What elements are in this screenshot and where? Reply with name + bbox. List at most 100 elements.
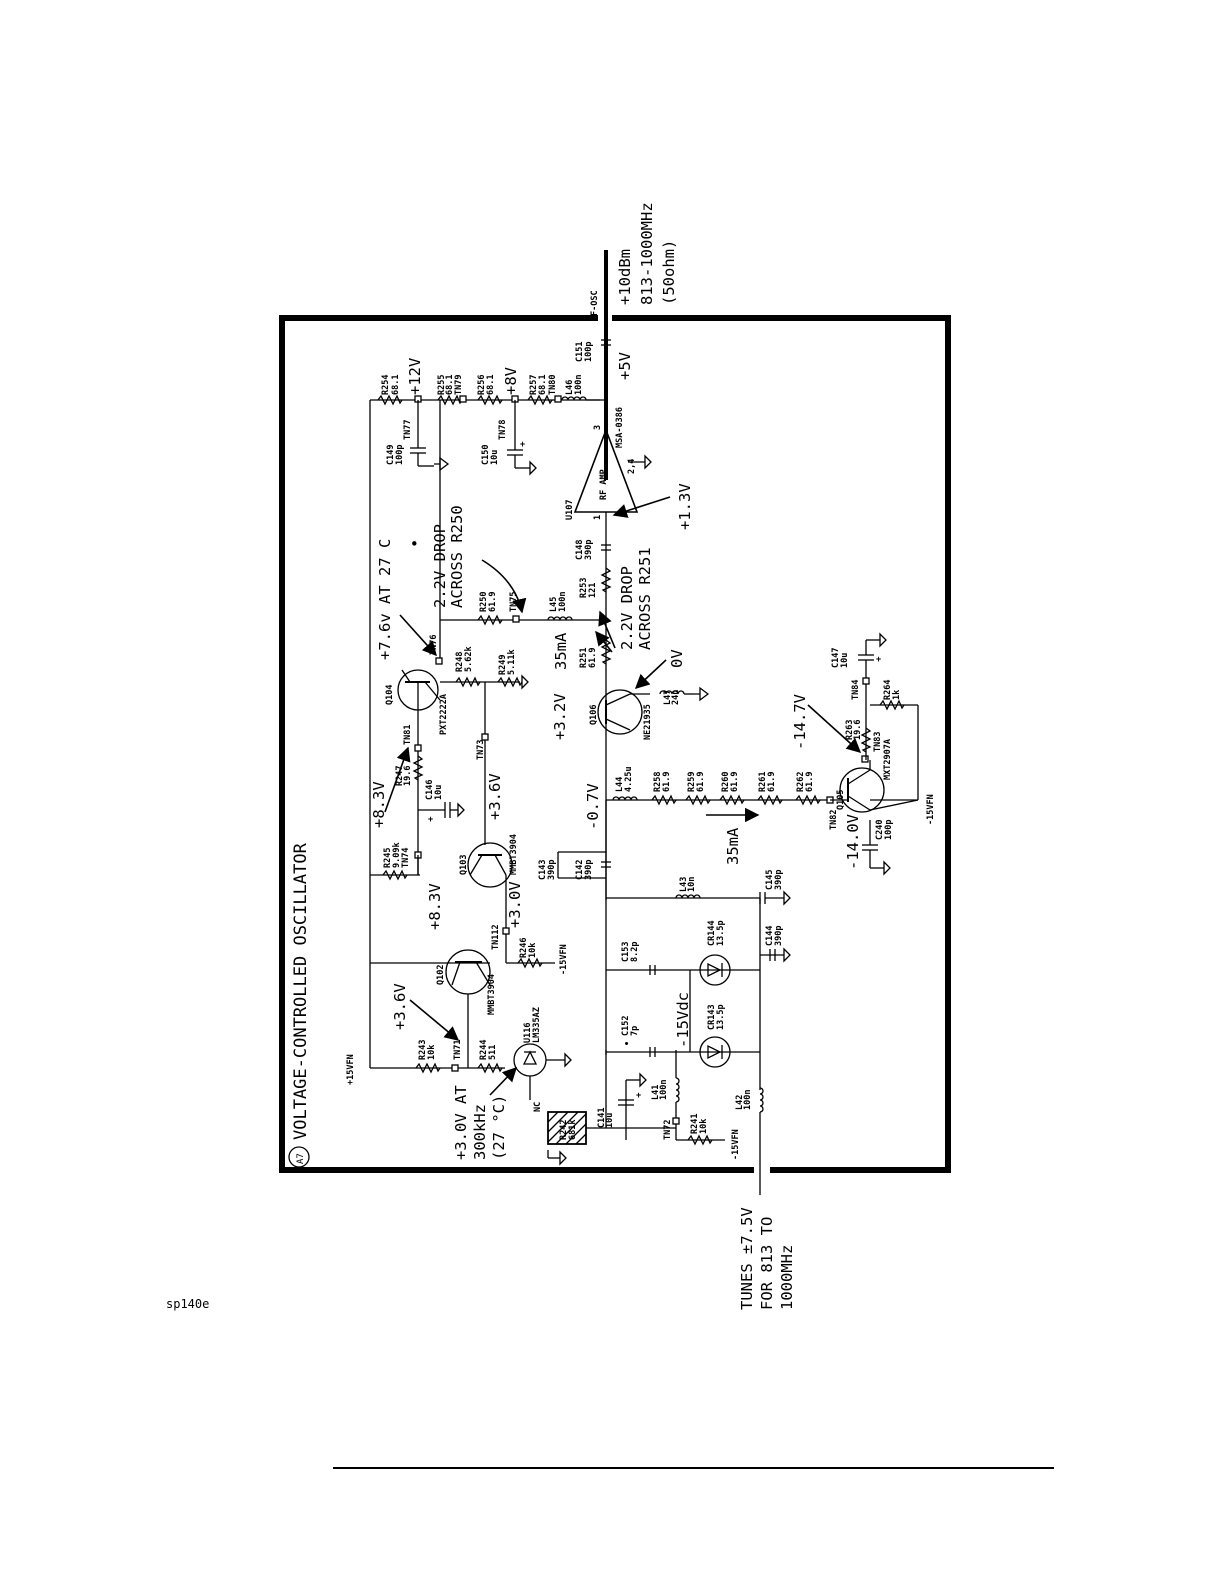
- svg-text:C144: C144: [765, 926, 775, 946]
- svg-text:TN75: TN75: [509, 592, 519, 612]
- svg-text:68.1: 68.1: [391, 375, 401, 395]
- svg-text:Q106: Q106: [589, 705, 599, 725]
- svg-text:61.9: 61.9: [730, 772, 740, 792]
- svg-text:TN112: TN112: [491, 924, 501, 950]
- svg-text:+: +: [636, 1091, 641, 1101]
- label-v3at-b: 300kHz: [471, 1104, 489, 1160]
- label-v8: +8V: [502, 367, 520, 395]
- svg-text:C152: C152: [621, 1016, 631, 1036]
- svg-text:TN71: TN71: [453, 1040, 463, 1060]
- svg-text:C142: C142: [575, 860, 585, 880]
- svg-text:13.5p: 13.5p: [716, 920, 726, 946]
- svg-text:10k: 10k: [699, 1119, 709, 1134]
- svg-text:R241: R241: [690, 1114, 700, 1134]
- svg-text:U116: U116: [523, 1023, 533, 1043]
- svg-text:61.9: 61.9: [696, 772, 706, 792]
- svg-text:10u: 10u: [490, 450, 500, 465]
- svg-text:681k: 681k: [568, 1120, 578, 1140]
- svg-text:RF AMP: RF AMP: [599, 469, 609, 500]
- svg-text:TN80: TN80: [548, 375, 558, 395]
- svg-text:+: +: [876, 655, 881, 665]
- svg-text:61.9: 61.9: [488, 592, 498, 612]
- svg-text:R248: R248: [455, 652, 465, 672]
- svg-text:R247: R247: [395, 766, 405, 786]
- svg-text:13.5p: 13.5p: [716, 1004, 726, 1030]
- svg-text:C150: C150: [481, 445, 491, 465]
- svg-text:R257: R257: [529, 375, 539, 395]
- svg-text:R264: R264: [883, 680, 893, 700]
- svg-text:C149: C149: [386, 445, 396, 465]
- q104-stage: +7.6v AT 27 C • 2.2V DROP ACROSS R250 R2…: [376, 400, 606, 760]
- svg-text:390p: 390p: [774, 926, 784, 946]
- svg-text:Q102: Q102: [436, 965, 446, 985]
- svg-text:8.2p: 8.2p: [630, 942, 640, 962]
- svg-text:C240: C240: [875, 820, 885, 840]
- svg-text:L43: L43: [679, 877, 689, 892]
- title-badge-circle: [288, 1146, 310, 1168]
- svg-text:61.9: 61.9: [767, 772, 777, 792]
- svg-text:LM335AZ: LM335AZ: [532, 1007, 542, 1043]
- svg-text:100p: 100p: [584, 342, 594, 362]
- label-v7-6: +7.6v AT 27 C: [376, 539, 394, 660]
- svg-text:68.1: 68.1: [445, 375, 455, 395]
- net-p15-left: +15VFN: [346, 1054, 356, 1085]
- svg-text:390p: 390p: [584, 860, 594, 880]
- net-m15c: -15VFN: [731, 1129, 741, 1160]
- svg-text:C141: C141: [597, 1108, 607, 1128]
- svg-text:Q105: Q105: [836, 790, 846, 810]
- f-osc-label: F-OSC: [590, 290, 600, 316]
- svg-text:PXT2222A: PXT2222A: [439, 694, 449, 735]
- net-nc: NC: [533, 1102, 543, 1112]
- svg-text:C148: C148: [575, 540, 585, 560]
- svg-text:+: +: [520, 440, 525, 450]
- svg-text:100n: 100n: [659, 1080, 669, 1100]
- label-v5: +5V: [616, 352, 634, 380]
- svg-text:R253: R253: [579, 578, 589, 598]
- output-level: +10dBm: [616, 249, 634, 305]
- svg-text:TN77: TN77: [403, 420, 413, 440]
- label-v3-6a: +3.6V: [486, 773, 504, 820]
- label-drop250a: 2.2V DROP: [431, 524, 449, 608]
- svg-text:TN83: TN83: [873, 732, 883, 752]
- svg-text:TN84: TN84: [851, 680, 861, 700]
- svg-text:R245: R245: [383, 848, 393, 868]
- svg-text:L45: L45: [549, 597, 559, 612]
- bias-section: R242 681k + C141 10u L41 100n TN72 R241 …: [547, 1050, 741, 1166]
- label-v3at-a: +3.0V AT: [452, 1085, 470, 1160]
- svg-text:TN82: TN82: [829, 810, 839, 830]
- label-i35b: 35mA: [724, 827, 742, 865]
- schematic-frame: [279, 315, 951, 1173]
- label-v3-2: +3.2V: [551, 693, 569, 740]
- svg-text:Q104: Q104: [385, 685, 395, 705]
- rf-amp-u107: RF AMP MSA-0386 2,4 3 1 U107 C148 390p R…: [565, 407, 694, 598]
- title-block: A7 VOLTAGE-CONTROLLED OSCILLATOR: [288, 842, 311, 1168]
- svg-text:CR143: CR143: [707, 1004, 717, 1030]
- svg-text:68.1: 68.1: [538, 375, 548, 395]
- label-v8-3a: +8.3V: [370, 781, 388, 828]
- svg-text:100n: 100n: [558, 592, 568, 612]
- net-m15b: -15VFN: [926, 794, 936, 825]
- svg-text:100n: 100n: [743, 1090, 753, 1110]
- svg-text:L46: L46: [565, 380, 575, 395]
- svg-text:R246: R246: [519, 938, 529, 958]
- q103-stage: + +8.3V +3.6V TN81 R247 19.6 C146 10u R2…: [370, 710, 524, 930]
- svg-text:100p: 100p: [884, 820, 894, 840]
- resonator-tank: C143 390p C142 390p L43 10n C145 390p CR…: [538, 800, 791, 1195]
- svg-text:MMBT3904: MMBT3904: [509, 834, 519, 875]
- svg-text:U107: U107: [565, 500, 575, 520]
- label-v-0-7: -0.7V: [584, 783, 602, 830]
- q102-stage: TN112 R246 10k -15VFN Q102 MMBT3904 +3.6…: [346, 924, 572, 1160]
- svg-text:R244: R244: [479, 1040, 489, 1060]
- label-v15vdc: -15Vdc: [674, 992, 692, 1048]
- svg-text:19.6: 19.6: [403, 766, 413, 786]
- svg-text:•: •: [623, 1041, 633, 1046]
- top-rail: + +5V: [369, 339, 634, 1068]
- svg-text:61.9: 61.9: [588, 648, 598, 668]
- svg-text:R258: R258: [653, 772, 663, 792]
- q106-stage: 35mA 2.2V DROP ACROSS R251 0V +3.2V R251…: [551, 547, 709, 900]
- tune-input: TUNES ±7.5V FOR 813 TO 1000MHz: [738, 1207, 796, 1310]
- svg-text:R254: R254: [381, 375, 391, 395]
- svg-text:R261: R261: [758, 772, 768, 792]
- svg-text:10k: 10k: [427, 1045, 437, 1060]
